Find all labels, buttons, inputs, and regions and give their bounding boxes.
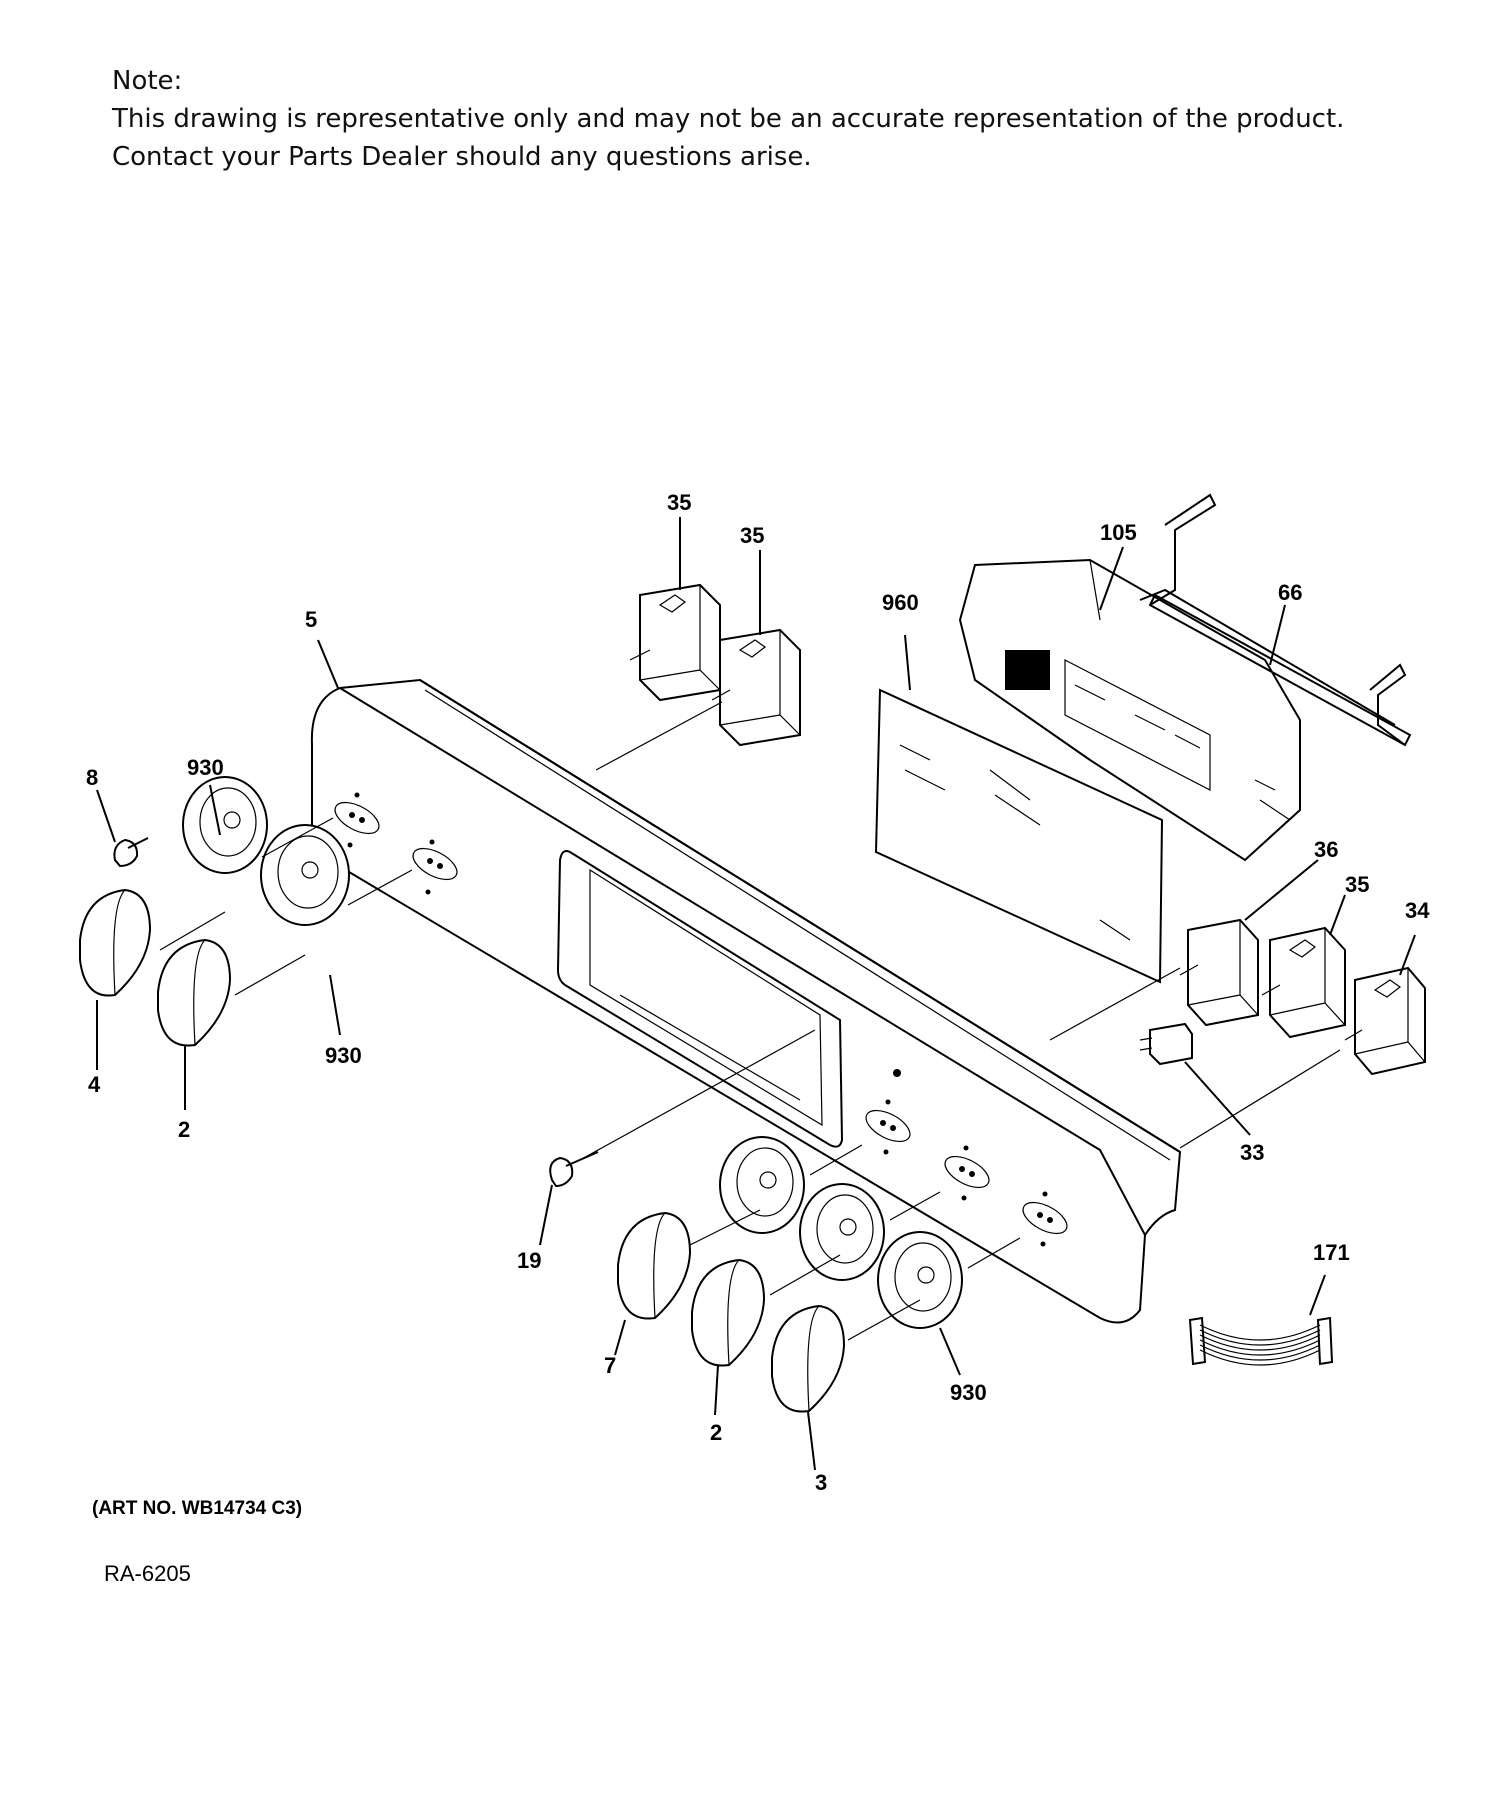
callout-4: 4 <box>88 1072 101 1097</box>
knob-3 <box>771 1304 846 1413</box>
callout-7: 7 <box>604 1353 616 1378</box>
callout-35-top-left: 35 <box>667 490 691 515</box>
note-line-1: This drawing is representative only and … <box>112 104 1345 134</box>
infinite-switch-35c <box>1261 926 1346 1039</box>
callout-960: 960 <box>882 590 919 615</box>
callout-33: 33 <box>1240 1140 1264 1165</box>
infinite-switch-34 <box>1344 966 1426 1076</box>
callout-36: 36 <box>1314 837 1338 862</box>
note-line-2: Contact your Parts Dealer should any que… <box>112 142 812 172</box>
callout-930-bottom: 930 <box>950 1380 987 1405</box>
knob-ring-930c <box>719 1136 805 1234</box>
callout-66: 66 <box>1278 580 1302 605</box>
note-block: Note: This drawing is representative onl… <box>112 62 1344 176</box>
callout-930-left: 930 <box>325 1043 362 1068</box>
infinite-switch-35a <box>629 583 721 702</box>
callout-8: 8 <box>86 765 98 790</box>
callout-2-left: 2 <box>178 1117 190 1142</box>
reference-code: RA-6205 <box>104 1561 191 1586</box>
callout-2-bottom: 2 <box>710 1420 722 1445</box>
callout-3: 3 <box>815 1470 827 1495</box>
knob-ring-930a <box>182 776 268 874</box>
screw-8 <box>113 837 149 868</box>
knob-2b <box>691 1258 766 1367</box>
callout-35-top-right: 35 <box>740 523 764 548</box>
bracket-66 <box>1139 493 1412 747</box>
relay-33 <box>1139 1022 1193 1066</box>
screw-19 <box>549 1151 599 1188</box>
callout-5: 5 <box>305 607 317 632</box>
wire-harness-171 <box>1188 1316 1334 1366</box>
assembly-lines <box>159 701 1341 1341</box>
infinite-switch-35b <box>711 628 801 747</box>
leader-lines <box>96 517 1416 1471</box>
glass-overlay-960 <box>874 688 1164 984</box>
infinite-switch-36 <box>1179 918 1259 1027</box>
callout-34: 34 <box>1405 898 1430 923</box>
art-number: (ART NO. WB14734 C3) <box>92 1498 303 1519</box>
knob-2a <box>157 938 232 1047</box>
callout-35-right: 35 <box>1345 872 1369 897</box>
callout-105: 105 <box>1100 520 1137 545</box>
knob-ring-930b <box>260 824 350 926</box>
callout-labels: 35 35 105 66 960 5 8 930 4 2 930 36 35 3… <box>86 490 1430 1495</box>
callout-930-upper-left: 930 <box>187 755 224 780</box>
callout-171: 171 <box>1313 1240 1350 1265</box>
callout-19: 19 <box>517 1248 541 1273</box>
knob-7 <box>617 1211 692 1320</box>
knob-ring-930d <box>799 1183 885 1281</box>
electronic-control-105 <box>958 558 1301 862</box>
note-heading: Note: <box>112 66 183 96</box>
control-panel <box>310 678 1182 1324</box>
knob-ring-930e <box>877 1231 963 1329</box>
knob-4 <box>79 888 152 997</box>
